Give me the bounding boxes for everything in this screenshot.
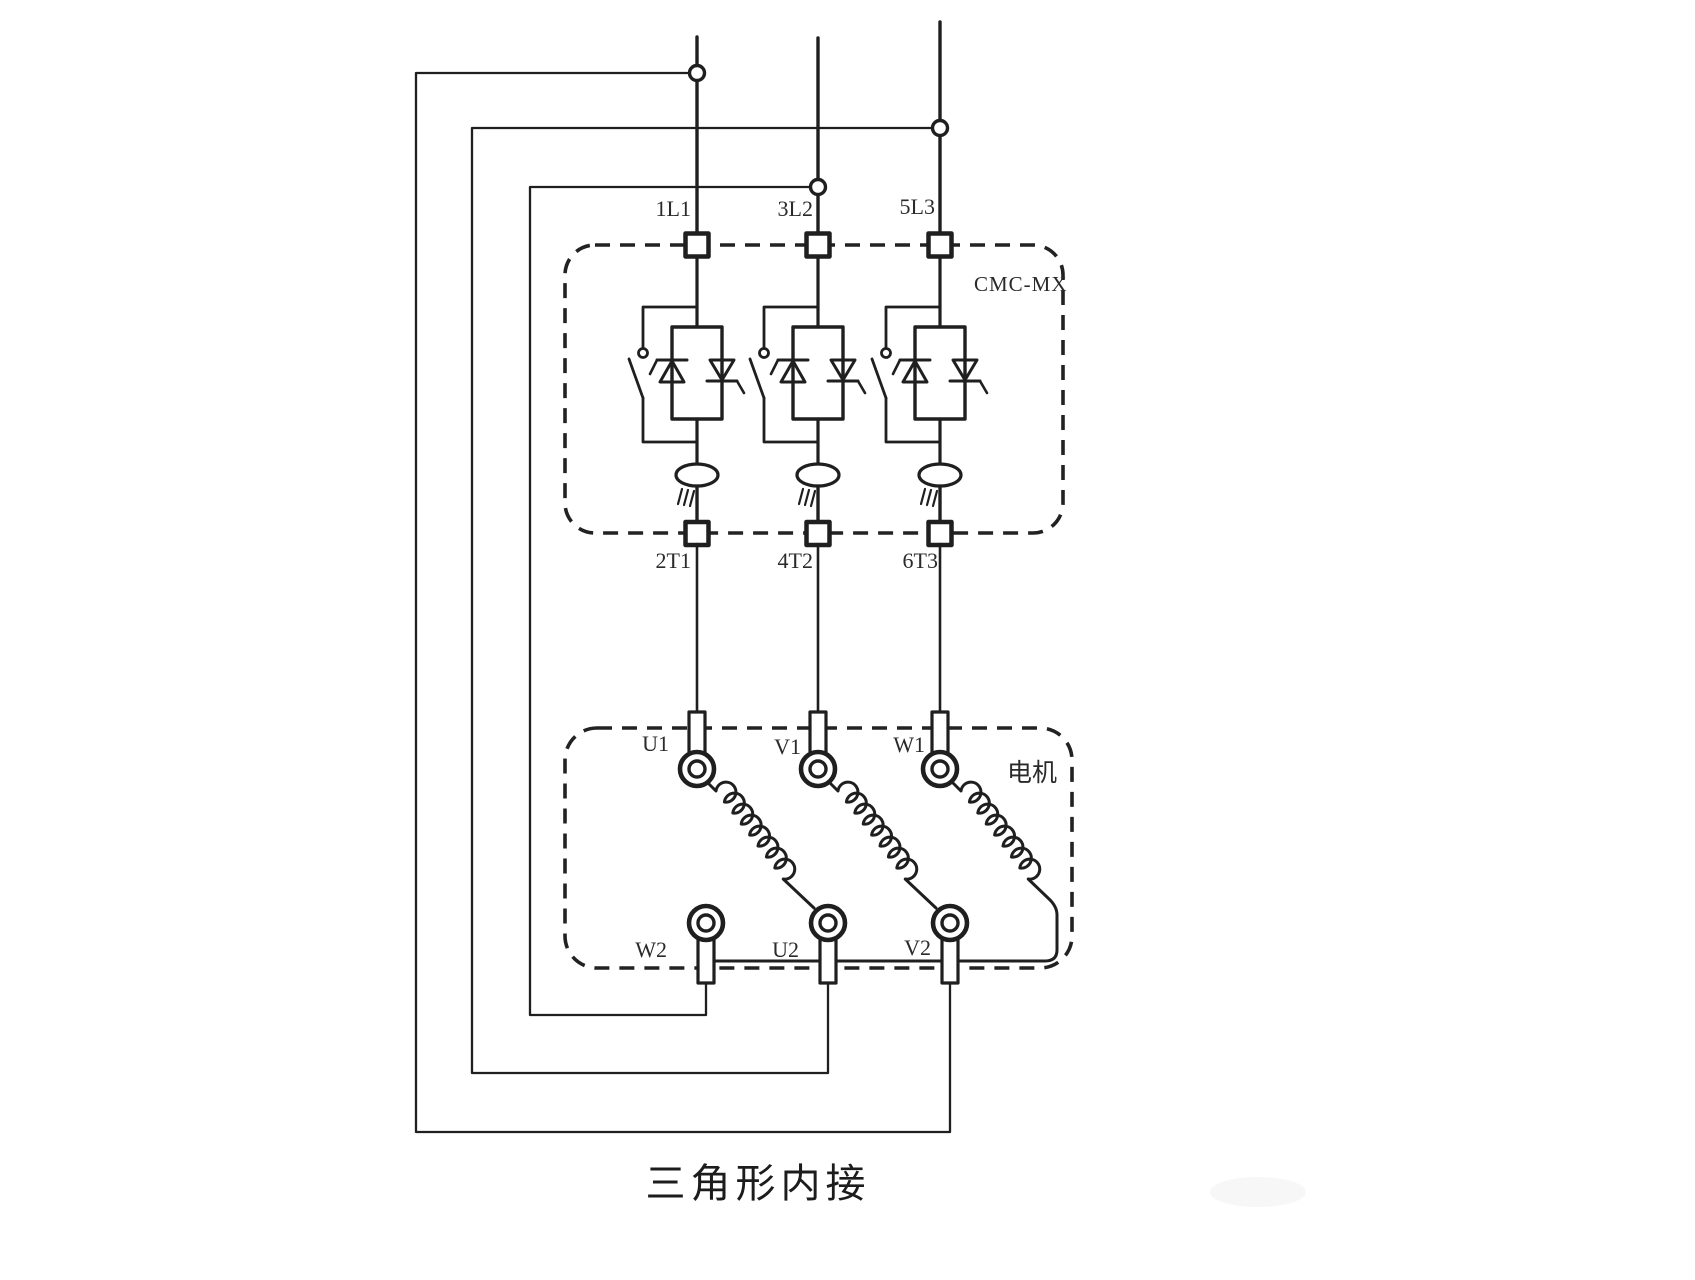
return-wire-l3-to-u2 xyxy=(470,126,942,1075)
motor-box xyxy=(563,726,1074,970)
input-terminal-label-5l3: 5L3 xyxy=(900,194,935,219)
motor-terminal-label-v2: V2 xyxy=(904,935,931,960)
winding-u1-u2 xyxy=(705,780,816,910)
input-terminal-label-1l1: 1L1 xyxy=(656,196,691,221)
motor-label: 电机 xyxy=(1007,759,1057,787)
motor-terminal-label-v1: V1 xyxy=(774,734,801,759)
junction-l2 xyxy=(808,177,828,197)
motor-windings xyxy=(705,780,1059,963)
motor-terminal-u2 xyxy=(811,906,845,983)
motor-terminal-label-w1: W1 xyxy=(893,732,925,757)
labels: 1L1 3L2 5L3 CMC-MX 2T1 4T2 6T3 U1 V1 W1 … xyxy=(635,194,1068,1206)
soft-starter-label: CMC-MX xyxy=(974,272,1068,296)
output-terminal-label-4t2: 4T2 xyxy=(778,548,813,573)
winding-w1-w2 xyxy=(710,780,1059,963)
winding-v1-v2 xyxy=(827,780,938,910)
diagram-caption: 三角形内接 xyxy=(646,1161,871,1206)
motor-terminal-label-u2: U2 xyxy=(772,937,799,962)
motor-terminal-w2 xyxy=(689,906,723,983)
output-terminal-label-6t3: 6T3 xyxy=(903,548,938,573)
scr-module-phase2 xyxy=(750,234,865,546)
junction-l1 xyxy=(687,63,707,83)
junction-circles xyxy=(687,63,950,197)
print-smudge xyxy=(1210,1177,1306,1207)
output-terminal-label-2t1: 2T1 xyxy=(656,548,691,573)
motor-terminal-label-w2: W2 xyxy=(635,937,667,962)
return-wire-l2-to-w2 xyxy=(528,185,820,1017)
scr-module-phase1 xyxy=(629,234,744,546)
return-wire-l1-to-v2 xyxy=(414,71,952,1134)
motor-terminal-v2 xyxy=(933,906,967,983)
motor-terminal-u1 xyxy=(680,544,714,786)
motor-terminal-label-u1: U1 xyxy=(642,731,669,756)
junction-l3 xyxy=(930,118,950,138)
motor-terminal-v1 xyxy=(801,544,835,786)
scr-module-phase3 xyxy=(872,234,987,546)
input-terminal-label-3l2: 3L2 xyxy=(778,196,813,221)
delta-return-wires xyxy=(414,71,952,1134)
motor-terminal-w1 xyxy=(923,544,957,786)
